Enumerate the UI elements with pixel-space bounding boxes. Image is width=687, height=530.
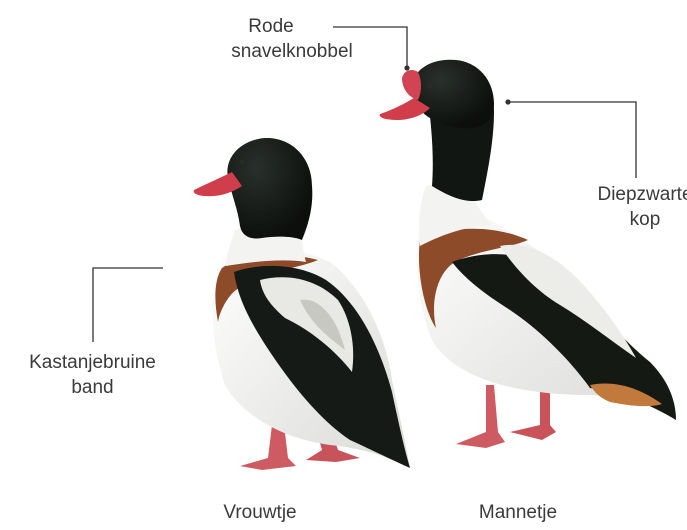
male-bill-knob [402,70,421,100]
male-shelduck [380,60,676,448]
head-pointer-line [508,102,636,178]
male-legs [456,385,556,448]
band-annotation-line1: Kastanjebruine [20,350,165,375]
head-annotation-line2: kop [580,207,687,232]
knob-annotation: Rode snavelknobbel [222,14,362,64]
knob-annotation-line2: snavelknobbel [222,39,362,64]
male-caption: Mannetje [463,500,573,525]
male-head [412,60,494,129]
band-pointer-line [93,268,163,342]
knob-annotation-line1: Rode [180,14,362,39]
band-annotation: Kastanjebruine band [20,350,165,400]
head-annotation: Diepzwarte kop [580,182,687,232]
female-caption: Vrouwtje [205,500,315,525]
female-shelduck [194,138,410,470]
band-annotation-line2: band [20,375,165,400]
female-head [227,138,312,240]
head-annotation-line1: Diepzwarte [580,182,687,207]
